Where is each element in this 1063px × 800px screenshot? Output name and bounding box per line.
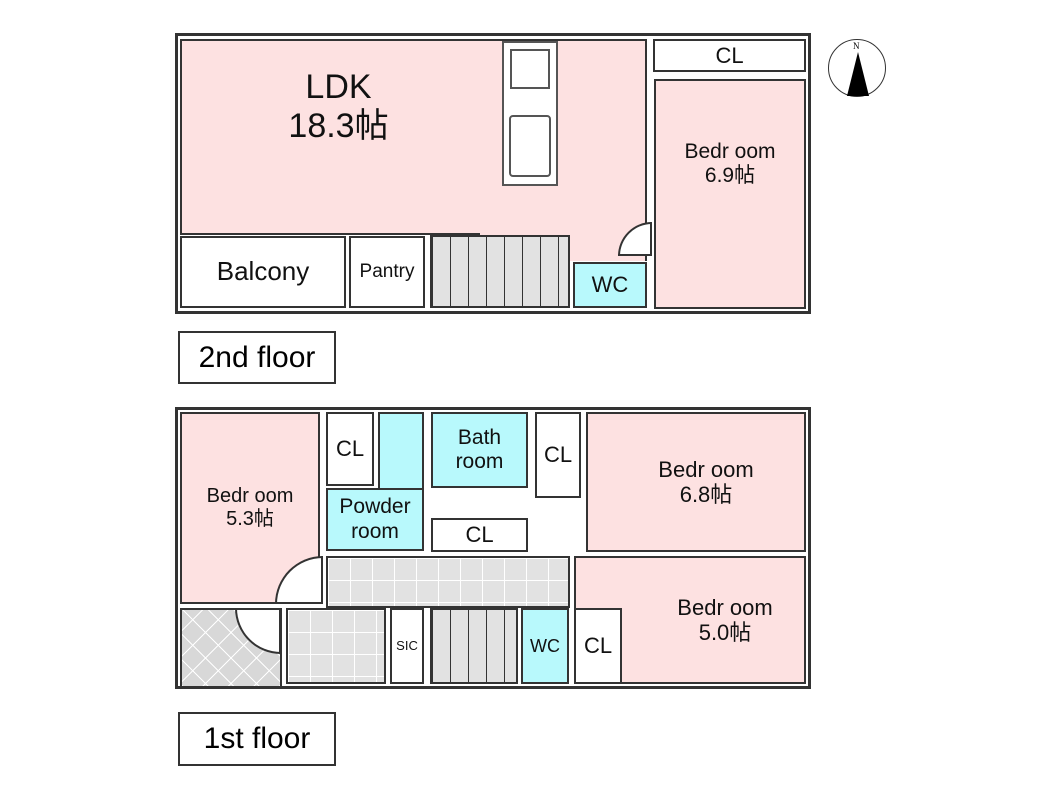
floor-label-text: 2nd floor [198, 340, 316, 374]
bedroom-name: Bedr oom [658, 456, 754, 482]
closet-1: CL [326, 412, 374, 486]
wc-label: WC [591, 272, 629, 298]
room-wc-1f: WC [521, 608, 569, 684]
closet-label: CL [583, 633, 613, 659]
closet-label: CL [335, 436, 365, 462]
kitchen-counter [502, 41, 558, 186]
staircase-1f [430, 608, 518, 684]
room-bath: Bath room [431, 412, 528, 488]
closet-2f: CL [653, 39, 806, 72]
compass-needle [847, 52, 869, 96]
room-balcony: Balcony [180, 236, 346, 308]
bedroom-size: 5.3帖 [226, 508, 274, 530]
staircase-2f [430, 235, 570, 308]
ldk-size: 18.3帖 [288, 107, 389, 145]
room-wc-2f: WC [573, 262, 647, 308]
ldk-name: LDK [305, 67, 372, 106]
room-bedroom-west: Bedr oom 5.3帖 [180, 412, 320, 604]
closet-label: CL [715, 42, 744, 68]
powder-label-2: room [351, 519, 399, 543]
bedroom-name: Bedr oom [677, 594, 773, 620]
closet-label: CL [465, 522, 494, 548]
bedroom-size: 6.8帖 [679, 482, 733, 507]
room-bedroom-east: Bedr oom 6.8帖 [586, 412, 806, 552]
floor-label-text: 1st floor [203, 722, 311, 755]
closet-4: CL [574, 608, 622, 684]
pantry-label: Pantry [359, 261, 415, 283]
room-pantry: Pantry [349, 236, 425, 308]
sic-label: SIC [396, 637, 418, 653]
sink-icon [509, 115, 551, 177]
bedroom-size: 6.9帖 [704, 164, 756, 187]
room-bedroom-2f: Bedr oom 6.9帖 [654, 79, 806, 309]
hallway [326, 556, 570, 608]
stove-icon [510, 49, 550, 89]
compass-icon: N [828, 39, 886, 97]
powder-label-1: Powder [339, 495, 411, 519]
balcony-label: Balcony [216, 256, 310, 287]
room-ldk: LDK 18.3帖 [180, 39, 647, 235]
second-floor-label: 2nd floor [178, 331, 336, 384]
bedroom-name: Bedr oom [206, 485, 294, 507]
bath-label-2: room [455, 450, 504, 473]
bath-label-1: Bath [457, 425, 502, 449]
room-sic: SIC [390, 608, 424, 684]
wc-label: WC [530, 635, 560, 656]
compass-north-label: N [853, 41, 860, 51]
bedroom-name: Bedr oom [684, 139, 776, 163]
bedroom-size: 5.0帖 [698, 620, 752, 645]
room-powder: Powder room [326, 488, 424, 551]
genkan [286, 608, 386, 684]
first-floor-label: 1st floor [178, 712, 336, 766]
closet-3: CL [535, 412, 581, 498]
closet-2: CL [431, 518, 528, 552]
closet-label: CL [543, 442, 573, 468]
